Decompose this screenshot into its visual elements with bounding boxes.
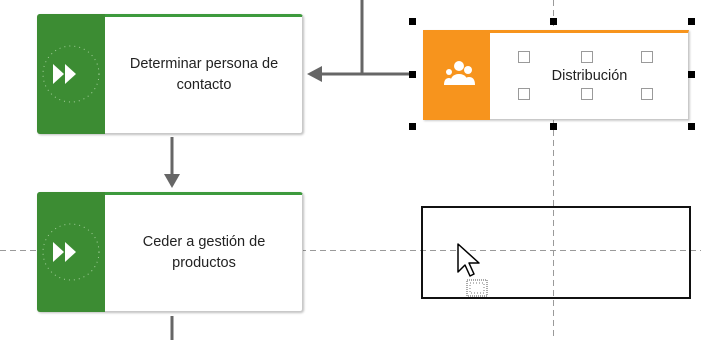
selection-handle-bottom-right[interactable] xyxy=(688,123,695,130)
step-type-band xyxy=(37,192,105,312)
selection-handle-right[interactable] xyxy=(688,71,695,78)
role-type-band xyxy=(423,30,490,120)
double-chevron-right-icon xyxy=(42,223,100,281)
process-step-determinar-persona-contacto[interactable]: Determinar persona de contacto xyxy=(37,14,303,134)
selection-handle-bottom-left[interactable] xyxy=(409,123,416,130)
step-label: Ceder a gestión de productos xyxy=(142,234,266,271)
inner-handle[interactable] xyxy=(581,51,593,63)
inner-handle[interactable] xyxy=(518,88,530,100)
inner-handle[interactable] xyxy=(581,88,593,100)
step-type-band xyxy=(37,14,105,134)
arrowhead-left xyxy=(307,66,322,82)
drag-preview-rectangle xyxy=(421,206,691,299)
mouse-pointer-icon xyxy=(457,243,488,297)
process-step-ceder-gestion-productos[interactable]: Ceder a gestión de productos xyxy=(37,192,303,312)
inner-handle[interactable] xyxy=(641,51,653,63)
selection-handle-bottom[interactable] xyxy=(550,123,557,130)
people-group-icon xyxy=(444,61,475,85)
step-label: Determinar persona de contacto xyxy=(129,56,279,93)
connector-role-to-step[interactable] xyxy=(307,0,415,82)
arrowhead-down xyxy=(164,174,180,188)
inner-handle[interactable] xyxy=(518,51,530,63)
selection-handle-top-right[interactable] xyxy=(688,18,695,25)
dotted-drop-box-icon xyxy=(466,279,488,297)
role-distribucion[interactable]: Distribución xyxy=(423,30,689,120)
selection-handle-top[interactable] xyxy=(550,18,557,25)
double-chevron-right-icon xyxy=(42,45,100,103)
inner-handle[interactable] xyxy=(641,88,653,100)
connector-step1-to-step2[interactable] xyxy=(164,137,180,188)
role-label: Distribución xyxy=(551,68,628,84)
selection-handle-left[interactable] xyxy=(409,71,416,78)
selection-handle-top-left[interactable] xyxy=(409,18,416,25)
